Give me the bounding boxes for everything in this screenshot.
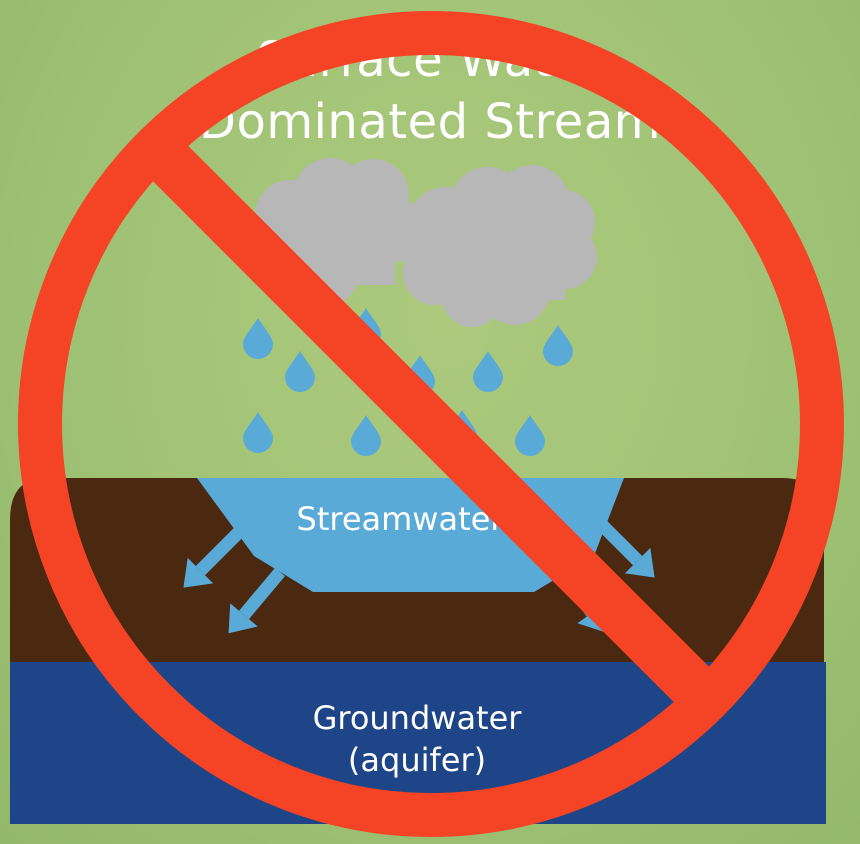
- groundwater-label-line-1: Groundwater: [312, 699, 522, 737]
- raindrop-icon: [243, 318, 273, 359]
- seepage-arrow-icon: [228, 567, 285, 634]
- prohibition-ring: [18, 11, 844, 837]
- streamwater-label: Streamwater: [296, 500, 504, 538]
- prohibition-slash: [144, 137, 718, 711]
- seepage-arrow-icon: [183, 526, 245, 588]
- raindrop-icon: [243, 412, 273, 453]
- raindrop-icon: [285, 351, 315, 392]
- seepage-arrow-icon: [593, 516, 655, 578]
- raindrop-icon: [515, 415, 545, 456]
- diagram-title-line-2: Dominated Stream: [198, 94, 661, 150]
- raindrop-icon: [543, 325, 573, 366]
- rain-cloud-icon: [403, 165, 597, 327]
- raindrop-icon: [473, 351, 503, 392]
- raindrop-icon: [351, 415, 381, 456]
- groundwater-label: Groundwater (aquifer): [230, 697, 604, 781]
- groundwater-label-line-2: (aquifer): [347, 741, 487, 779]
